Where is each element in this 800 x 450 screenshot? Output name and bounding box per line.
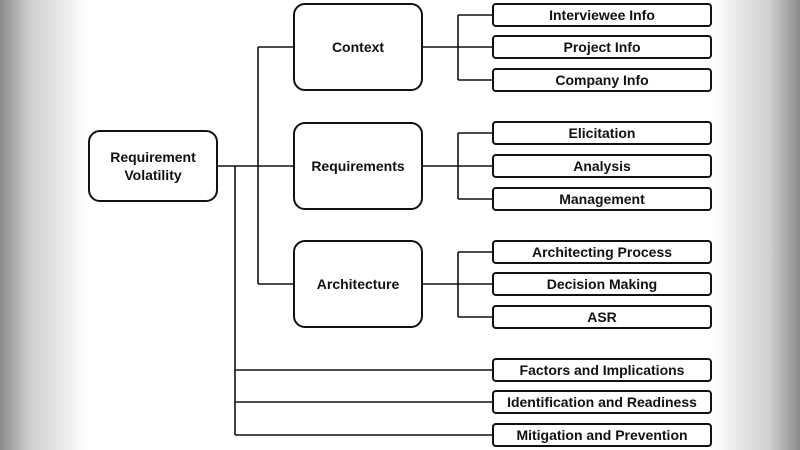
leaf-project-info: Project Info [492,35,712,59]
leaf-interviewee-info: Interviewee Info [492,3,712,27]
leaf-analysis: Analysis [492,154,712,178]
leaf-identification-and-readiness: Identification and Readiness [492,390,712,414]
root-label-line2: Volatility [124,167,182,183]
root-label-line1: Requirement [110,149,196,165]
leaf-decision-making: Decision Making [492,272,712,296]
leaf-architecting-process: Architecting Process [492,240,712,264]
leaf-mitigation-and-prevention: Mitigation and Prevention [492,423,712,447]
leaf-management: Management [492,187,712,211]
category-requirements: Requirements [293,122,423,210]
leaf-elicitation: Elicitation [492,121,712,145]
leaf-asr: ASR [492,305,712,329]
root-node: Requirement Volatility [88,130,218,202]
category-architecture: Architecture [293,240,423,328]
category-context: Context [293,3,423,91]
leaf-company-info: Company Info [492,68,712,92]
leaf-factors-and-implications: Factors and Implications [492,358,712,382]
